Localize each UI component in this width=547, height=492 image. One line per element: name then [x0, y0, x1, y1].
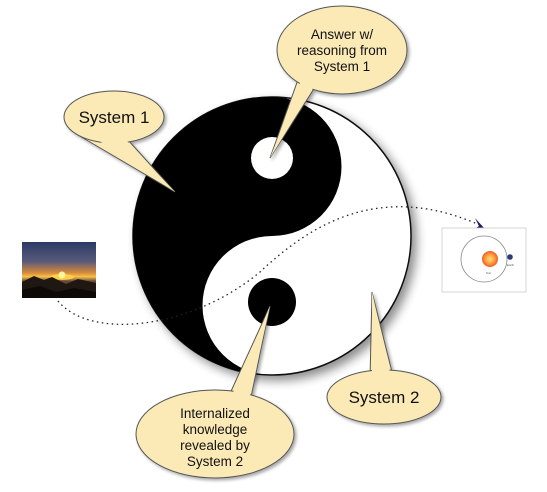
dotted-arrow-path [57, 206, 483, 325]
callout-internalized [135, 305, 295, 479]
callout-system2 [326, 291, 442, 425]
sunset-photo [22, 242, 96, 298]
label-system1: System 1 [79, 108, 150, 127]
label-answer-line2: reasoning from [297, 43, 387, 58]
arrowhead-icon [473, 218, 484, 230]
svg-text:Earth: Earth [507, 263, 515, 267]
yin-yang-small-white-dot [251, 137, 293, 179]
callout-answer [269, 5, 408, 159]
label-answer-line1: Answer w/ [311, 27, 374, 42]
orbit-diagram: Sun Earth [441, 227, 527, 293]
label-answer-line3: System 1 [314, 59, 370, 74]
callout-system1 [63, 90, 176, 193]
label-internalized-line4: System 2 [187, 454, 243, 469]
label-internalized-line2: knowledge [183, 422, 248, 437]
label-internalized-line3: revealed by [180, 438, 250, 453]
label-system2: System 2 [349, 388, 420, 407]
svg-text:Sun: Sun [486, 271, 492, 275]
yin-yang-small-black-dot [248, 278, 296, 326]
label-internalized-line1: Internalized [180, 406, 250, 421]
